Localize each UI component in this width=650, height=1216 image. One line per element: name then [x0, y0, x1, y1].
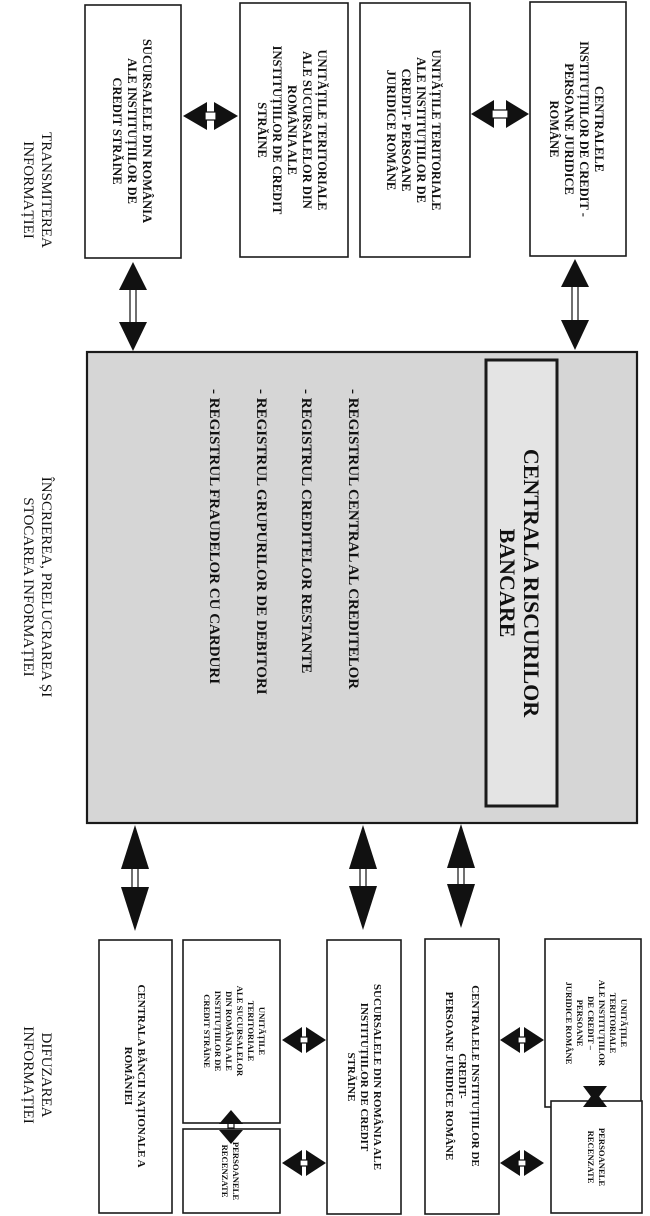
- box-line: ROMÂNE: [547, 101, 561, 158]
- box-line: CENTRALA BĂNCII NAȚIONALE A: [135, 984, 147, 1167]
- registry-list: - REGISTRUL CENTRAL AL CREDITELOR - REGI…: [206, 389, 361, 695]
- double-arrow-icon: [471, 100, 529, 128]
- box-line: INSTITUȚIILOR DE CREDIT: [358, 1003, 370, 1152]
- box-unitati-straine-bottom: UNITĂȚILE TERITORIALE ALE SUCURSALELOR D…: [182, 939, 281, 1124]
- box-line: CREDIT-: [456, 1053, 468, 1099]
- section-label-line: ÎNSCRIEREA, PRELUCRAREA ȘI: [38, 477, 55, 697]
- box-line: CENTRALELE: [592, 86, 606, 172]
- central-title-box: CENTRALA RISCURILOR BANCARE: [484, 358, 559, 808]
- box-line: ALE INSTITUȚIILOR DE: [124, 58, 139, 204]
- double-arrow-icon: [183, 102, 238, 130]
- box-line: PERSOANELE: [597, 1128, 607, 1187]
- central-title-line: BANCARE: [495, 529, 520, 638]
- box-line: PERSOANE JURIDICE: [562, 63, 576, 195]
- section-label-line: INFORMAȚIEI: [20, 141, 36, 239]
- box-line: UNITĂȚILE: [618, 999, 629, 1048]
- box-centrale-romane-bottom: CENTRALELE INSTITUȚIILOR DE CREDIT- PERS…: [424, 938, 500, 1215]
- box-line: RECENZATE: [586, 1131, 596, 1184]
- box-line: STRĂINE: [255, 102, 269, 158]
- box-line: INSTITUȚIILOR DE CREDIT: [269, 46, 284, 215]
- double-arrow-icon: [121, 825, 149, 931]
- section-label-line: INFORMAȚIEI: [20, 1026, 36, 1124]
- box-line: JURIDICE ROMÂNE: [564, 982, 574, 1065]
- box-line: CENTRALELE INSTITUȚIILOR DE: [469, 985, 481, 1167]
- box-line: ROMÂNIEI: [122, 1047, 134, 1106]
- box-line: PERSOANE JURIDICE ROMÂNE: [443, 992, 455, 1161]
- section-label-dissemination: DIFUZAREA INFORMAȚIEI: [20, 1026, 54, 1124]
- double-arrow-icon: [500, 1027, 544, 1053]
- box-sucursale-straine-bottom: SUCURSALELE DIN ROMÂNIA ALE INSTITUȚIILO…: [326, 939, 402, 1215]
- box-line: UNITĂȚILE TERITORIALE: [314, 49, 329, 210]
- box-line: TERITORIALE: [246, 1001, 256, 1062]
- box-recenzate-2: PERSOANELE RECENZATE: [550, 1100, 643, 1214]
- double-arrow-icon: [119, 262, 147, 351]
- box-line: RECENZATE: [220, 1145, 230, 1198]
- box-line: ALE INSTITUȚIILOR: [596, 980, 607, 1067]
- box-line: CREDIT- PERSOANE: [399, 69, 413, 192]
- box-line: CREDIT STRĂINE: [202, 994, 212, 1068]
- box-line: DE CREDIT –: [586, 996, 596, 1051]
- section-label-line: STOCAREA INFORMAȚIEI: [20, 497, 36, 676]
- box-line: UNITĂȚILE TERITORIALE: [428, 49, 443, 210]
- registry-item: - REGISTRUL FRAUDELOR CU CARDURI: [206, 389, 222, 684]
- double-arrow-icon: [500, 1150, 544, 1176]
- double-arrow-icon: [349, 825, 377, 930]
- registry-item: - REGISTRUL GRUPURILOR DE DEBITORI: [253, 389, 269, 695]
- central-title-line: CENTRALA RISCURILOR: [519, 449, 544, 718]
- section-label-line: DIFUZAREA: [38, 1033, 54, 1118]
- box-line: ALE SUCURSALELOR: [235, 986, 245, 1077]
- box-centrale-romane-top: CENTRALELE INSTITUȚIILOR DE CREDIT - PER…: [529, 1, 627, 257]
- box-sucursale-straine-top: SUCURSALELE DIN ROMÂNIA ALE INSTITUȚIILO…: [84, 4, 182, 259]
- box-line: DIN ROMÂNIA ALE: [224, 991, 234, 1071]
- double-arrow-icon: [282, 1027, 326, 1053]
- box-line: SUCURSALELE DIN ROMÂNIA: [140, 39, 154, 223]
- box-line: TERITORIALE: [608, 993, 618, 1054]
- registry-item: - REGISTRUL CENTRAL AL CREDITELOR: [345, 389, 361, 689]
- box-line: SUCURSALELE DIN ROMÂNIA ALE: [371, 984, 383, 1170]
- box-line: ALE INSTITUȚIILOR DE: [413, 57, 428, 203]
- double-arrow-icon: [583, 1086, 607, 1107]
- box-line: STRĂINE: [345, 1053, 357, 1102]
- box-unitati-romane-top: UNITĂȚILE TERITORIALE ALE INSTITUȚIILOR …: [359, 2, 471, 258]
- double-arrow-icon: [219, 1110, 243, 1144]
- box-line: INSTITUȚIILOR DE CREDIT -: [576, 41, 591, 217]
- box-unitati-romane-bottom: UNITĂȚILE TERITORIALE ALE INSTITUȚIILOR …: [544, 938, 642, 1108]
- central-risk-box: CENTRALA RISCURILOR BANCARE - REGISTRUL …: [85, 350, 639, 825]
- box-line: JURIDICE ROMÂNE: [384, 70, 398, 191]
- section-label-transmission: TRANSMITEREA INFORMAȚIEI: [20, 132, 54, 248]
- box-line: PERSOANELE: [231, 1142, 241, 1201]
- box-line: CREDIT STRĂINE: [110, 77, 124, 184]
- box-line: PERSOANE: [575, 1000, 585, 1047]
- section-label-line: TRANSMITEREA: [38, 132, 54, 248]
- box-unitati-sucursale-straine-top: UNITĂȚILE TERITORIALE ALE SUCURSALELOR D…: [239, 2, 349, 258]
- double-arrow-icon: [282, 1150, 326, 1176]
- double-arrow-icon: [561, 259, 589, 350]
- box-bnr-central: CENTRALA BĂNCII NAȚIONALE A ROMÂNIEI: [98, 939, 173, 1214]
- box-line: ROMÂNIA ALE: [285, 85, 299, 175]
- box-line: UNITĂȚILE: [256, 1007, 267, 1056]
- registry-item: - REGISTRUL CREDITELOR RESTANTE: [298, 389, 314, 673]
- box-line: ALE SUCURSALELOR DIN: [300, 51, 314, 209]
- box-line: INSTITUȚIILOR DE: [212, 991, 223, 1072]
- double-arrow-icon: [447, 824, 475, 928]
- section-label-processing: ÎNSCRIEREA, PRELUCRAREA ȘI STOCAREA INFO…: [20, 477, 55, 697]
